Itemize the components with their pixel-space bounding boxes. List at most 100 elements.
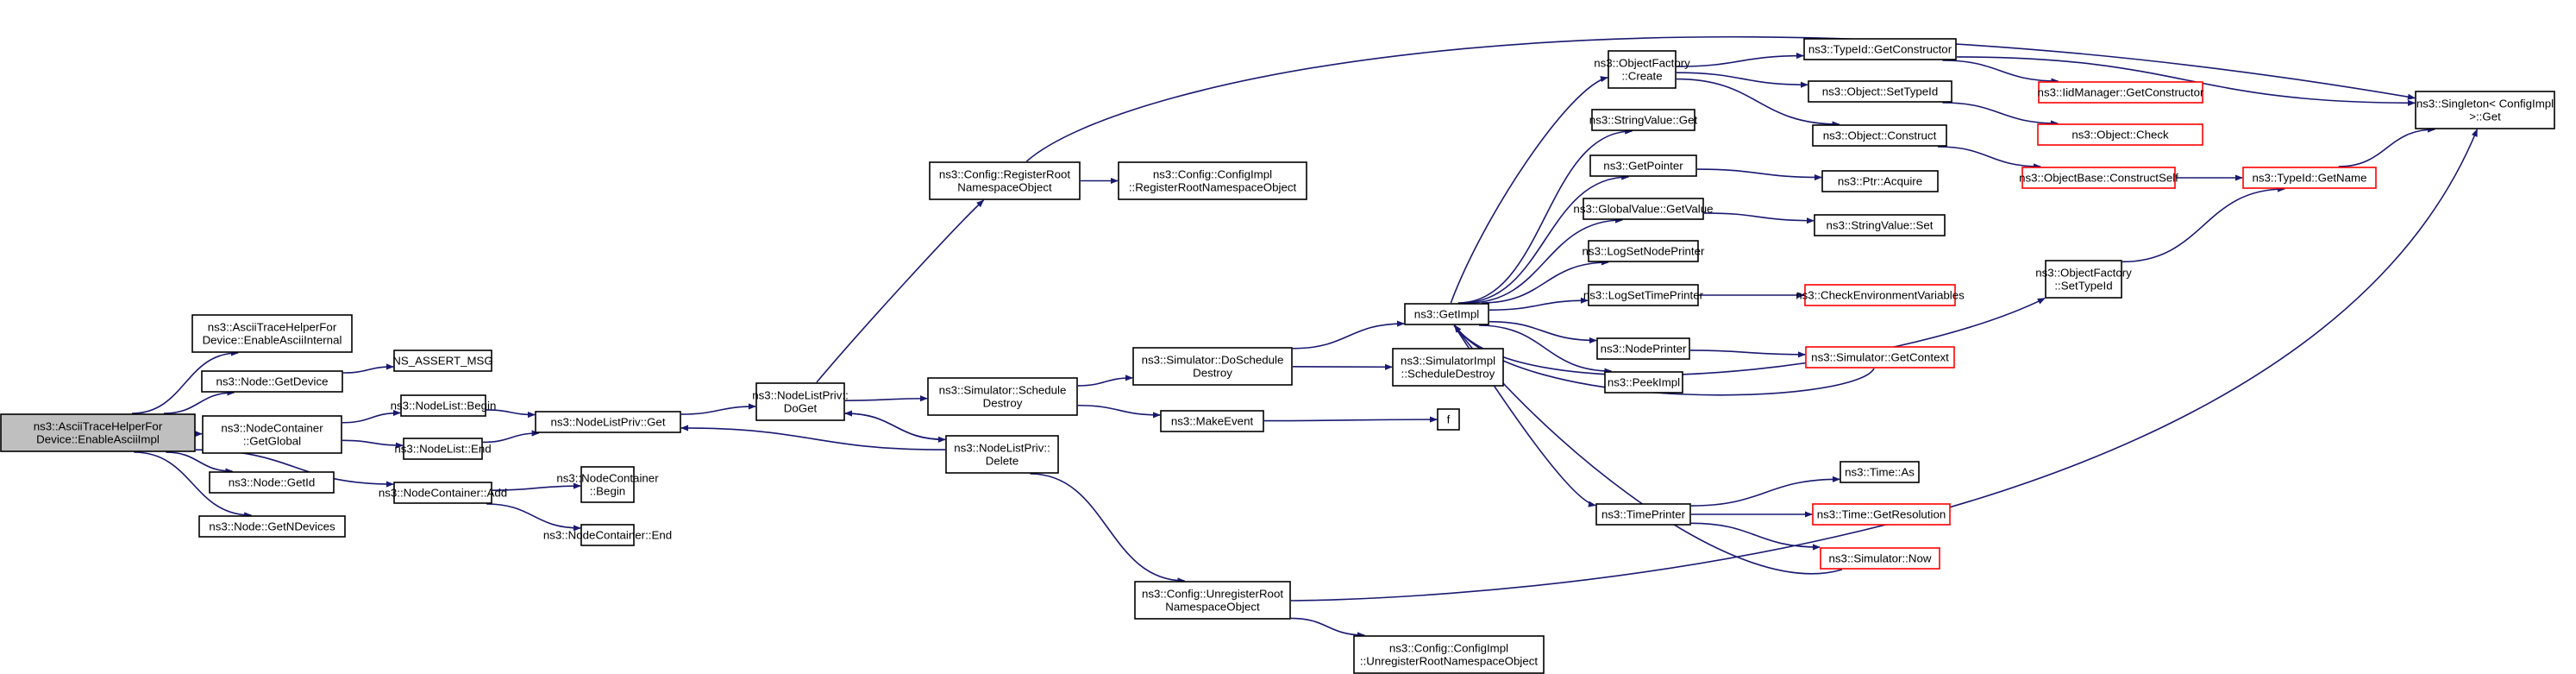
call-edge-getImpl-to-ofSetTypeId [1454,297,2046,376]
node-svSet[interactable]: ns3::StringValue::Set [1814,214,1946,236]
node-logSetNodePrinter[interactable]: ns3::LogSetNodePrinter [1583,240,1705,262]
call-edge-nlpDoGet-to-cfgRegRoot [816,199,985,383]
node-ncGetGlobal[interactable]: ns3::NodeContainer::GetGlobal [202,415,342,454]
call-edge-getImpl-to-logSetNodePrinter [1482,259,1609,304]
node-ofSetTypeId[interactable]: ns3::ObjectFactory::SetTypeId [2035,260,2132,299]
node-box [1437,408,1460,431]
node-box [198,515,346,538]
node-label: ns3::LogSetNodePrinter [1583,245,1705,258]
node-objSetTypeId[interactable]: ns3::Object::SetTypeId [1808,80,1952,103]
call-edge-simNow-to-getImpl [1454,324,1843,575]
node-cfgImplUnreg[interactable]: ns3::Config::ConfigImpl::UnregisterRootN… [1353,635,1545,674]
node-cfgImplReg[interactable]: ns3::Config::ConfigImpl::RegisterRootNam… [1118,161,1307,200]
node-objCheck[interactable]: ns3::Object::Check [2037,123,2203,146]
node-svGet[interactable]: ns3::StringValue::Get [1589,109,1698,131]
node-singletonGet[interactable]: ns3::Singleton< ConfigImpl >::Get [2415,91,2555,129]
node-timeAs[interactable]: ns3::Time::As [1840,461,1920,483]
node-box [1604,371,1683,394]
node-nodeGetNDevices[interactable]: ns3::Node::GetNDevices [198,515,346,538]
node-peekImpl[interactable]: ns3::PeekImpl [1604,371,1683,394]
node-logSetTimePrinter[interactable]: ns3::LogSetTimePrinter [1583,284,1704,306]
node-fNode[interactable]: f [1437,408,1460,431]
node-label: ns3::NodeListPriv:: [752,389,849,402]
node-box [580,466,635,503]
node-label: ns3::LogSetTimePrinter [1583,289,1704,302]
node-nlpDoGet[interactable]: ns3::NodeListPriv::DoGet [752,382,849,421]
node-box [393,350,492,372]
node-box [1805,346,1955,368]
node-timeGetResolution[interactable]: ns3::Time::GetResolution [1812,503,1951,526]
node-label: ns3::Node::GetNDevices [209,520,335,533]
node-label: ns3::AsciiTraceHelperFor [34,420,163,433]
node-label: ns3::NodeListPriv:: [954,442,1050,455]
call-edge-nlpDelete-to-cfgUnregRoot [1030,473,1186,584]
node-simGetContext[interactable]: ns3::Simulator::GetContext [1805,346,1955,368]
node-ncBegin[interactable]: ns3::NodeContainer::Begin [556,466,659,503]
node-root[interactable]: ns3::AsciiTraceHelperForDevice::EnableAs… [0,413,196,452]
node-ncEnd[interactable]: ns3::NodeContainer::End [543,524,672,546]
node-box [1821,170,1939,192]
node-checkEnvVars[interactable]: ns3::CheckEnvironmentVariables [1796,284,1965,306]
node-nodeGetId[interactable]: ns3::Node::GetId [209,471,335,494]
node-tidGetName[interactable]: ns3::TypeId::GetName [2242,167,2377,189]
node-nlBegin[interactable]: ns3::NodeList::Begin [391,394,497,417]
node-label: ns3::TimePrinter [1601,508,1686,521]
node-nlpGet[interactable]: ns3::NodeListPriv::Get [535,411,681,433]
node-nlEnd[interactable]: ns3::NodeList::End [394,438,492,460]
node-obConstructSelf[interactable]: ns3::ObjectBase::ConstructSelf [2019,167,2178,189]
node-label: ns3::Singleton< ConfigImpl [2416,98,2554,110]
node-ptrAcquire[interactable]: ns3::Ptr::Acquire [1821,170,1939,192]
node-label: ns3::ObjectFactory [2035,267,2132,280]
node-box [202,415,342,454]
node-label: ns3::Simulator::DoSchedule [1142,354,1284,367]
node-nodePrinter[interactable]: ns3::NodePrinter [1596,337,1690,360]
node-getPointer[interactable]: ns3::GetPointer [1589,154,1697,177]
node-cfgUnregRoot[interactable]: ns3::Config::UnregisterRootNamespaceObje… [1134,581,1291,620]
call-edge-ncGetGlobal-to-nlEnd [342,439,404,449]
node-makeEvent[interactable]: ns3::MakeEvent [1160,410,1264,432]
call-edge-ncAdd-to-ncBegin [492,482,581,491]
call-edge-getImpl-to-nodePrinter [1489,320,1597,344]
call-edge-ofCreate-to-tidGetConstructor [1676,52,1804,67]
node-label: ::SetTypeId [2054,280,2112,293]
node-enableInternal[interactable]: ns3::AsciiTraceHelperForDevice::EnableAs… [191,314,353,353]
node-box [1588,240,1699,262]
node-iidGetConstructor[interactable]: ns3::IidManager::GetConstructor [2038,81,2204,104]
call-edge-root-to-nodeGetDevice [163,389,235,414]
node-label: ns3::ObjectFactory [1594,57,1690,70]
node-label: Destroy [1193,367,1232,380]
node-objConstruct[interactable]: ns3::Object::Construct [1812,124,1947,147]
node-getImpl[interactable]: ns3::GetImpl [1404,303,1489,325]
node-timePrinter[interactable]: ns3::TimePrinter [1595,503,1691,526]
call-edge-getImpl-to-peekImpl [1479,324,1613,375]
node-gvGetValue[interactable]: ns3::GlobalValue::GetValue [1573,198,1714,220]
node-box [403,438,483,460]
node-label: ns3::Ptr::Acquire [1838,175,1922,188]
node-nlpDelete[interactable]: ns3::NodeListPriv::Delete [945,435,1059,474]
node-box [535,411,681,433]
node-nsAssert[interactable]: NS_ASSERT_MSG [392,350,493,372]
call-edge-tidGetConstructor-to-iidGetConstructor [1942,60,2059,85]
node-label: ns3::StringValue::Set [1827,219,1934,232]
node-simNow[interactable]: ns3::Simulator::Now [1820,547,1940,570]
node-ncAdd[interactable]: ns3::NodeContainer::Add [379,482,507,504]
call-edge-cfgRegRoot-to-singletonGet [1025,36,2416,162]
node-box [1392,348,1504,387]
node-box [1583,198,1704,220]
node-simImplSchedDestroy[interactable]: ns3::SimulatorImpl::ScheduleDestroy [1392,348,1504,387]
node-simSchedDestroy[interactable]: ns3::Simulator::ScheduleDestroy [927,377,1078,416]
node-label: ns3::Node::GetDevice [216,375,328,388]
node-box [929,161,1081,200]
node-label: ns3::Object::Check [2071,129,2169,142]
node-label: ns3::GetImpl [1414,308,1479,321]
node-tidGetConstructor[interactable]: ns3::TypeId::GetConstructor [1803,38,1957,60]
call-edge-nlpDelete-to-nlpGet [680,425,946,450]
node-ofCreate[interactable]: ns3::ObjectFactory::Create [1594,50,1690,89]
node-nodeGetDevice[interactable]: ns3::Node::GetDevice [201,370,343,393]
node-cfgRegRoot[interactable]: ns3::Config::RegisterRootNamespaceObject [929,161,1081,200]
node-label: NamespaceObject [957,181,1052,194]
node-label: ns3::Object::SetTypeId [1822,85,1939,98]
node-label: ns3::NodeContainer [556,472,659,485]
node-label: ns3::Object::Construct [1823,129,1937,142]
